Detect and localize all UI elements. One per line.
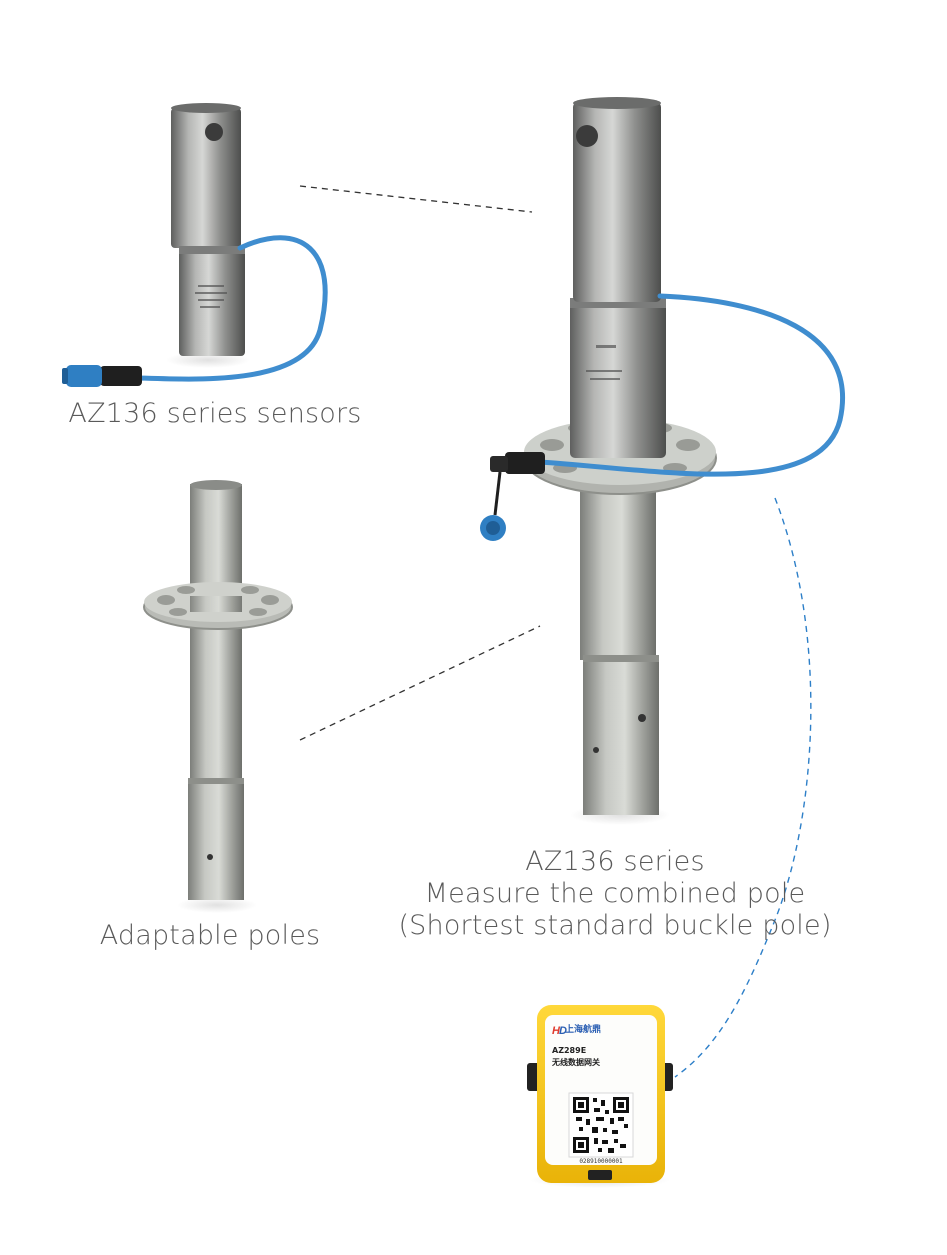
poles-caption: Adaptable poles (99, 920, 321, 951)
sensor-photo (62, 103, 328, 387)
svg-text:D: D (559, 1025, 567, 1037)
combined-caption-line1: AZ136 series (525, 846, 705, 877)
combined-caption-line3: (Shortest standard buckle pole) (398, 909, 832, 941)
gateway-photo: H D (527, 1005, 673, 1188)
combined-caption-line2: Measure the combined pole (424, 877, 806, 909)
gateway-name: 无线数据网关 (552, 1058, 600, 1067)
connector-line-sensor (299, 185, 533, 213)
gateway-label: 上海航鼎 (565, 1022, 660, 1035)
combined-pole-photo (480, 97, 845, 825)
gateway-brand: 上海航鼎 (565, 1025, 602, 1035)
combined-pole-caption: AZ136 series Measure the combined pole (… (395, 846, 835, 942)
qr-icon (568, 1092, 634, 1158)
pole-photo (143, 480, 293, 913)
connector-line-gateway (674, 497, 812, 1078)
gateway-serial: 028910000001 (579, 1158, 623, 1165)
sensors-caption: AZ136 series sensors (68, 398, 362, 429)
connector-line-pole (299, 625, 541, 741)
gateway-model: AZ289E (552, 1046, 587, 1055)
svg-text:H: H (552, 1025, 561, 1037)
connector-lines (299, 185, 812, 1078)
